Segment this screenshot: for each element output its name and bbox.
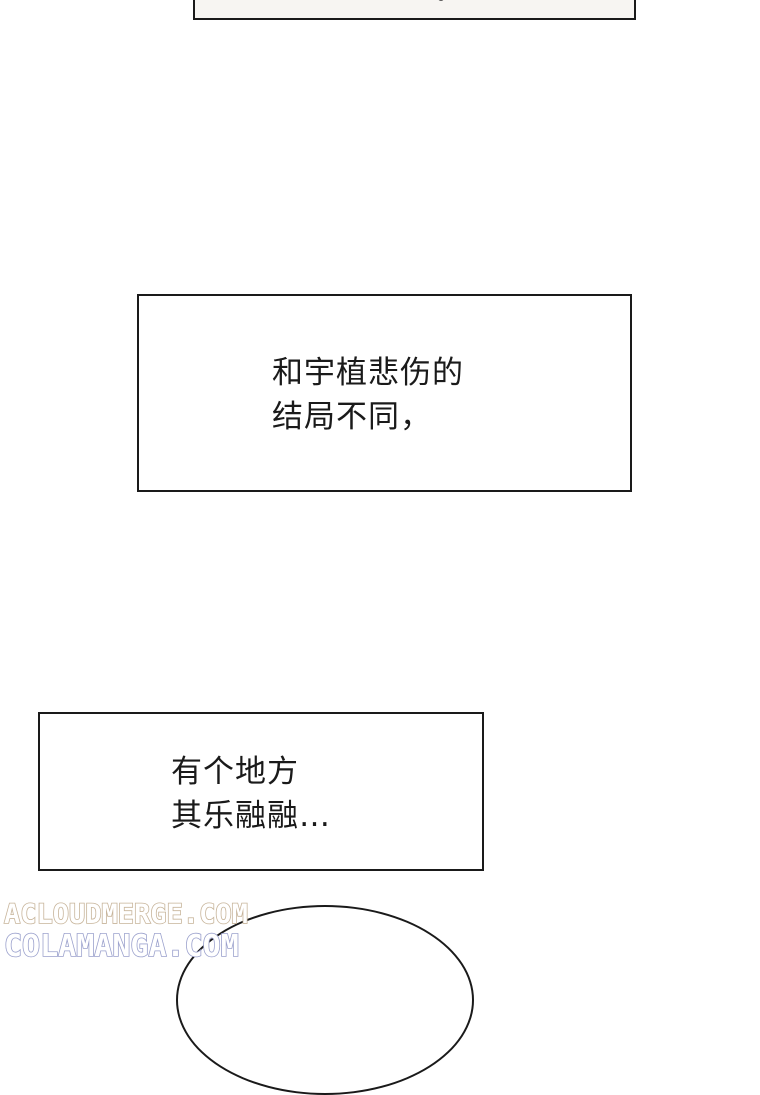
panel-art-fragment xyxy=(438,0,444,1)
watermark-line-1: ACLOUDMERGE.COM xyxy=(3,898,248,931)
narration-text-2: 有个地方 其乐融融… xyxy=(171,750,331,838)
narration-line: 有个地方 xyxy=(171,754,299,790)
narration-box-2: 有个地方 其乐融融… xyxy=(38,712,484,871)
narration-box-1: 和宇植悲伤的 结局不同， xyxy=(137,294,632,492)
narration-line: 和宇植悲伤的 xyxy=(272,355,464,391)
narration-line: 其乐融融… xyxy=(171,798,331,834)
watermark-line-2: COLAMANGA.COM xyxy=(3,928,239,965)
previous-panel-edge xyxy=(193,0,636,20)
narration-text-1: 和宇植悲伤的 结局不同， xyxy=(272,351,464,439)
narration-line: 结局不同， xyxy=(272,399,432,435)
